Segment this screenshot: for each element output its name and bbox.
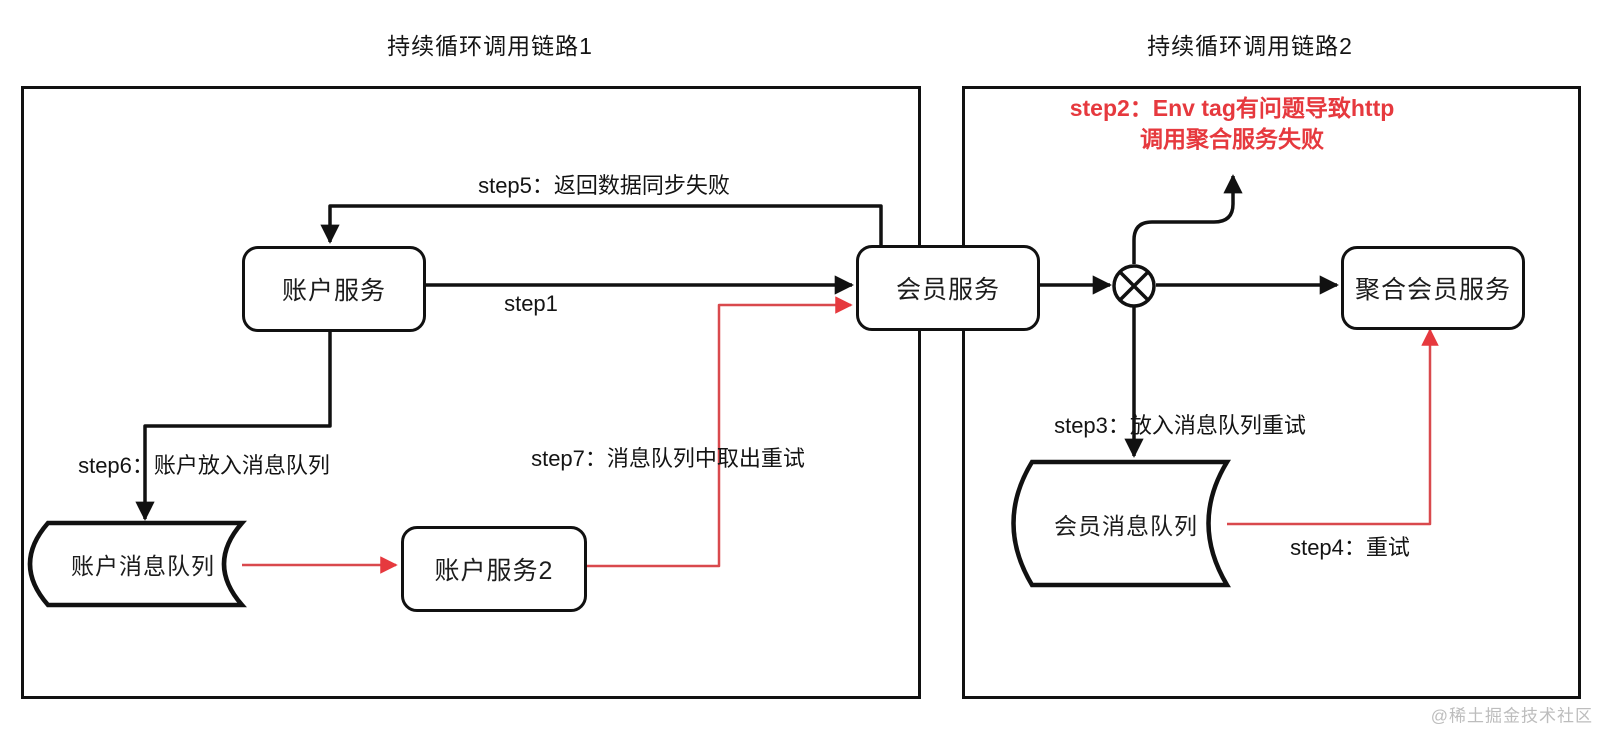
node-aggregate-member-service-label: 聚合会员服务 — [1354, 276, 1511, 304]
panel2-title: 持续循环调用链路2 — [1147, 33, 1353, 59]
label-step6: step6：账户放入消息队列 — [78, 453, 330, 478]
label-step1: step1 — [504, 291, 558, 316]
label-step2: step2：Env tag有问题导致http 调用聚合服务失败 — [1070, 93, 1395, 155]
node-aggregate-member-service: 聚合会员服务 — [1341, 246, 1525, 330]
edge-step5 — [320, 204, 883, 245]
node-account-service-label: 账户服务 — [281, 277, 386, 305]
label-step3: step3：放入消息队列重试 — [1054, 413, 1306, 438]
error-cross-icon — [1112, 264, 1156, 308]
label-step5: step5：返回数据同步失败 — [478, 173, 730, 198]
panel1-frame — [21, 86, 921, 699]
edge-step7 — [581, 296, 853, 568]
account-queue-shape — [27, 520, 247, 608]
member-queue-label: 会员消息队列 — [1054, 513, 1198, 539]
panel2-frame — [962, 86, 1581, 699]
node-account-service2-label: 账户服务2 — [434, 557, 554, 585]
edge-step4 — [1227, 328, 1439, 526]
node-account-service: 账户服务 — [242, 246, 426, 332]
label-step4: step4：重试 — [1290, 535, 1410, 560]
label-step2-line2: 调用聚合服务失败 — [1139, 126, 1324, 152]
label-step2-line1: step2：Env tag有问题导致http — [1069, 95, 1395, 121]
account-queue-label: 账户消息队列 — [71, 553, 215, 579]
node-member-service: 会员服务 — [856, 245, 1040, 331]
edge-step2 — [1132, 174, 1243, 264]
panel1-title: 持续循环调用链路1 — [387, 33, 593, 59]
watermark: @稀土掘金技术社区 — [1430, 706, 1593, 726]
member-queue-shape — [1011, 459, 1231, 588]
node-member-service-label: 会员服务 — [895, 276, 1000, 304]
node-account-service2: 账户服务2 — [401, 526, 587, 612]
label-step7: step7：消息队列中取出重试 — [531, 446, 805, 471]
edge-step6 — [135, 326, 332, 521]
